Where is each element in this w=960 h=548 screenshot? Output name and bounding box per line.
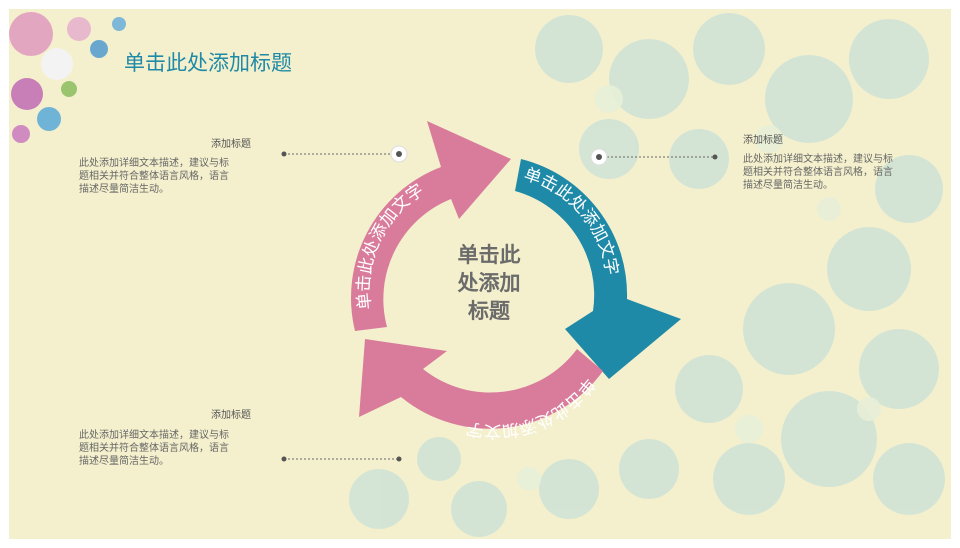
block-2-body[interactable]: 此处添加详细文本描述，建议与标 题相关并符合整体语言风格，语言 描述尽量简洁生动… [743,153,933,192]
block-2-line: 此处添加详细文本描述，建议与标 [743,154,893,165]
center-title-line: 单击此 [457,243,521,267]
block-1-body[interactable]: 此处添加详细文本描述，建议与标 题相关并符合整体语言风格，语言 描述尽量简洁生动… [79,157,269,196]
block-3-line: 此处添加详细文本描述，建议与标 [79,430,229,441]
cycle-arrow-2 [515,159,681,379]
block-3-body[interactable]: 此处添加详细文本描述，建议与标 题相关并符合整体语言风格，语言 描述尽量简洁生动… [79,429,269,468]
center-title-line: 标题 [468,299,510,323]
connector-lines: 单击此处添加文字 单击此处添加文字 单击此处添加文字 [281,121,718,462]
block-1-line: 此处添加详细文本描述，建议与标 [79,158,229,169]
block-1-heading[interactable]: 添加标题 [211,139,251,150]
block-2-heading[interactable]: 添加标题 [743,135,783,146]
block-1-line: 题相关并符合整体语言风格，语言 [79,171,229,182]
block-3-heading[interactable]: 添加标题 [211,410,251,421]
cycle-arrow-3 [359,339,603,429]
center-title-line: 处添加 [457,271,521,295]
block-2-line: 题相关并符合整体语言风格，语言 [743,167,893,178]
floral-background [9,12,945,537]
cycle-arrow-1 [350,121,511,331]
block-1-line: 描述尽量简洁生动。 [79,184,169,195]
block-2-line: 描述尽量简洁生动。 [743,180,833,191]
center-title[interactable]: 单击此 处添加 标题 [431,241,547,325]
slide-canvas: 单击此处添加标题 单击此处添加文字 [9,9,951,539]
slide-title[interactable]: 单击此处添加标题 [124,51,292,75]
block-3-line: 描述尽量简洁生动。 [79,456,169,467]
block-3-line: 题相关并符合整体语言风格，语言 [79,443,229,454]
